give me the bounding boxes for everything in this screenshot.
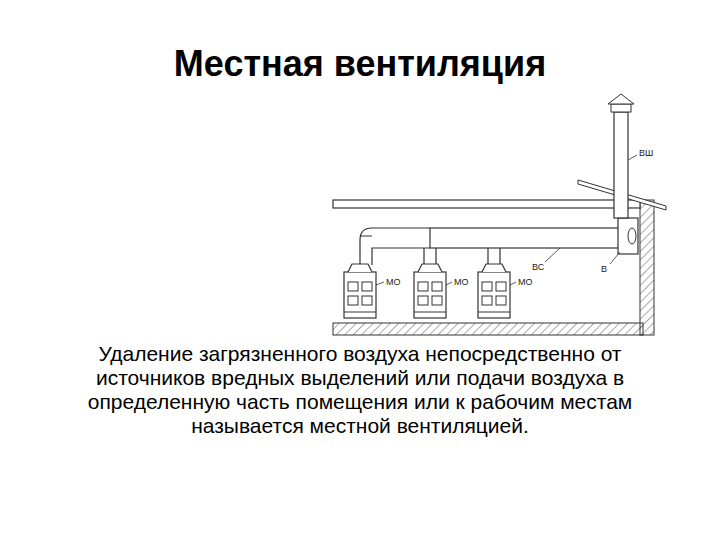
part-label: МО: [518, 277, 533, 287]
part-label: ВС: [532, 262, 544, 272]
definition-caption: Удаление загрязненного воздуха непосредс…: [60, 342, 660, 438]
slide-title: Местная вентиляция: [0, 42, 720, 86]
part-label: МО: [454, 277, 469, 287]
part-label: В: [601, 264, 607, 274]
part-label: ВШ: [639, 148, 653, 158]
part-label: МО: [386, 277, 401, 287]
